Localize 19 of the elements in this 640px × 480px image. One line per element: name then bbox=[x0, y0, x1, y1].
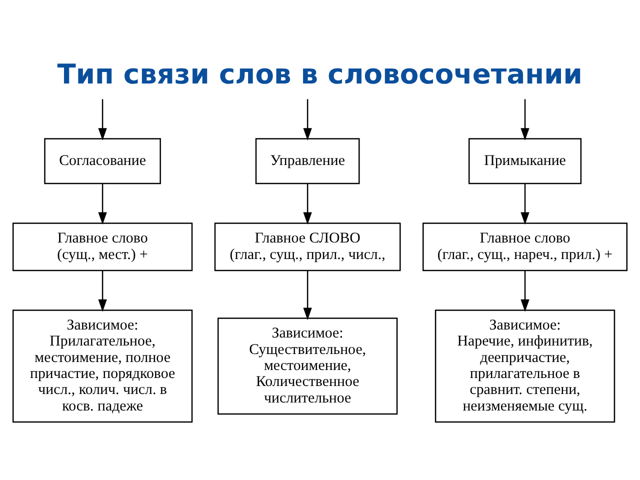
node-box: Зависимое: Прилагательное, местоимение, полное причастие, порядковое числ., колич. числ. в косв. падеже bbox=[12, 310, 193, 423]
arrow bbox=[303, 184, 312, 225]
node-box: Примыкание bbox=[468, 138, 582, 184]
arrow bbox=[520, 270, 530, 312]
node-box: Главное слово (сущ., мест.) + bbox=[12, 222, 193, 272]
arrow bbox=[98, 184, 107, 225]
node-box: Зависимое: Существительное, местоимение, Количественное числительное bbox=[218, 318, 398, 415]
node-box: Согласование bbox=[44, 138, 161, 184]
arrow bbox=[520, 99, 530, 141]
node-box: Главное слово (глаг., сущ., нареч., прил.) + bbox=[422, 222, 628, 272]
diagram-title: Тип связи слов в словосочетании bbox=[57, 60, 582, 91]
arrow bbox=[303, 99, 312, 141]
arrow bbox=[98, 270, 107, 312]
node-box: Управление bbox=[255, 138, 360, 184]
arrow bbox=[98, 99, 107, 141]
node-box: Зависимое: Наречие, инфинитив, деепричастие, прилагательное в сравнит. степени, неизменяемые сущ. bbox=[434, 310, 616, 423]
node-box: Главное СЛОВО (глаг., сущ., прил., числ., bbox=[214, 222, 401, 272]
arrow bbox=[520, 184, 530, 225]
arrow bbox=[303, 270, 312, 320]
